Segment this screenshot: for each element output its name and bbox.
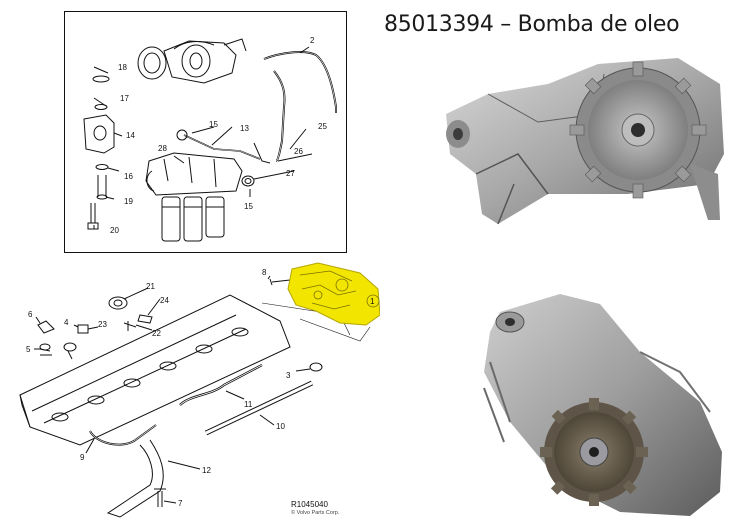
callout-label: 3 [286,371,291,380]
callout-label: 20 [110,226,119,235]
oil-pump-photo-top [446,58,724,225]
callout-label: 27 [286,169,295,178]
housing-part [137,38,247,84]
oil-pump-highlight [287,262,380,326]
callout-label: 16 [124,172,133,181]
callout-label: 9 [80,453,85,462]
bottom-exploded-diagram: 8 1 21 24 6 4 23 22 5 3 9 11 10 12 7 [19,262,380,518]
callout-label: 6 [28,310,33,319]
reference-code: R1045040 [291,500,328,509]
top-exploded-diagram: 18 17 14 16 19 20 2 15 13 28 25 26 27 15 [83,36,337,242]
callout-label: 15 [209,120,218,129]
callout-label: 17 [120,94,129,103]
callout-label: 13 [240,124,249,133]
callout-label: 1 [370,297,375,306]
page-title: 85013394 – Bomba de oleo [384,12,680,37]
top-diagram-frame [64,11,347,253]
callout-label: 19 [124,197,133,206]
callout-label: 12 [202,466,211,475]
bottom-callouts: 8 1 21 24 6 4 23 22 5 3 9 11 10 12 7 [26,268,375,508]
callout-label: 5 [26,345,31,354]
callout-label: 15 [244,202,253,211]
gear-icon [540,398,648,506]
callout-label: 7 [178,499,183,508]
callout-label: 2 [310,36,315,45]
ladder-frame-part [19,294,291,446]
callout-label: 28 [158,144,167,153]
callout-label: 23 [98,320,107,329]
callout-label: 22 [152,329,161,338]
callout-label: 24 [160,296,169,305]
callout-label: 14 [126,131,135,140]
callout-label: 21 [146,282,155,291]
gear-icon [569,61,707,199]
callout-label: 10 [276,422,285,431]
callout-label: 26 [294,147,303,156]
callout-label: 8 [262,268,267,277]
callout-label: 11 [244,400,253,409]
top-callouts: 18 17 14 16 19 20 2 15 13 28 25 26 27 15 [110,36,327,235]
copyright-note: © Volvo Parts Corp. [291,510,340,516]
callout-label: 25 [318,122,327,131]
diagram-reference: R1045040 © Volvo Parts Corp. [291,500,339,518]
callout-label: 4 [64,318,69,327]
filter-housing-part [145,152,243,242]
callout-label: 18 [118,63,127,72]
oil-pump-photo-bottom [483,294,722,516]
